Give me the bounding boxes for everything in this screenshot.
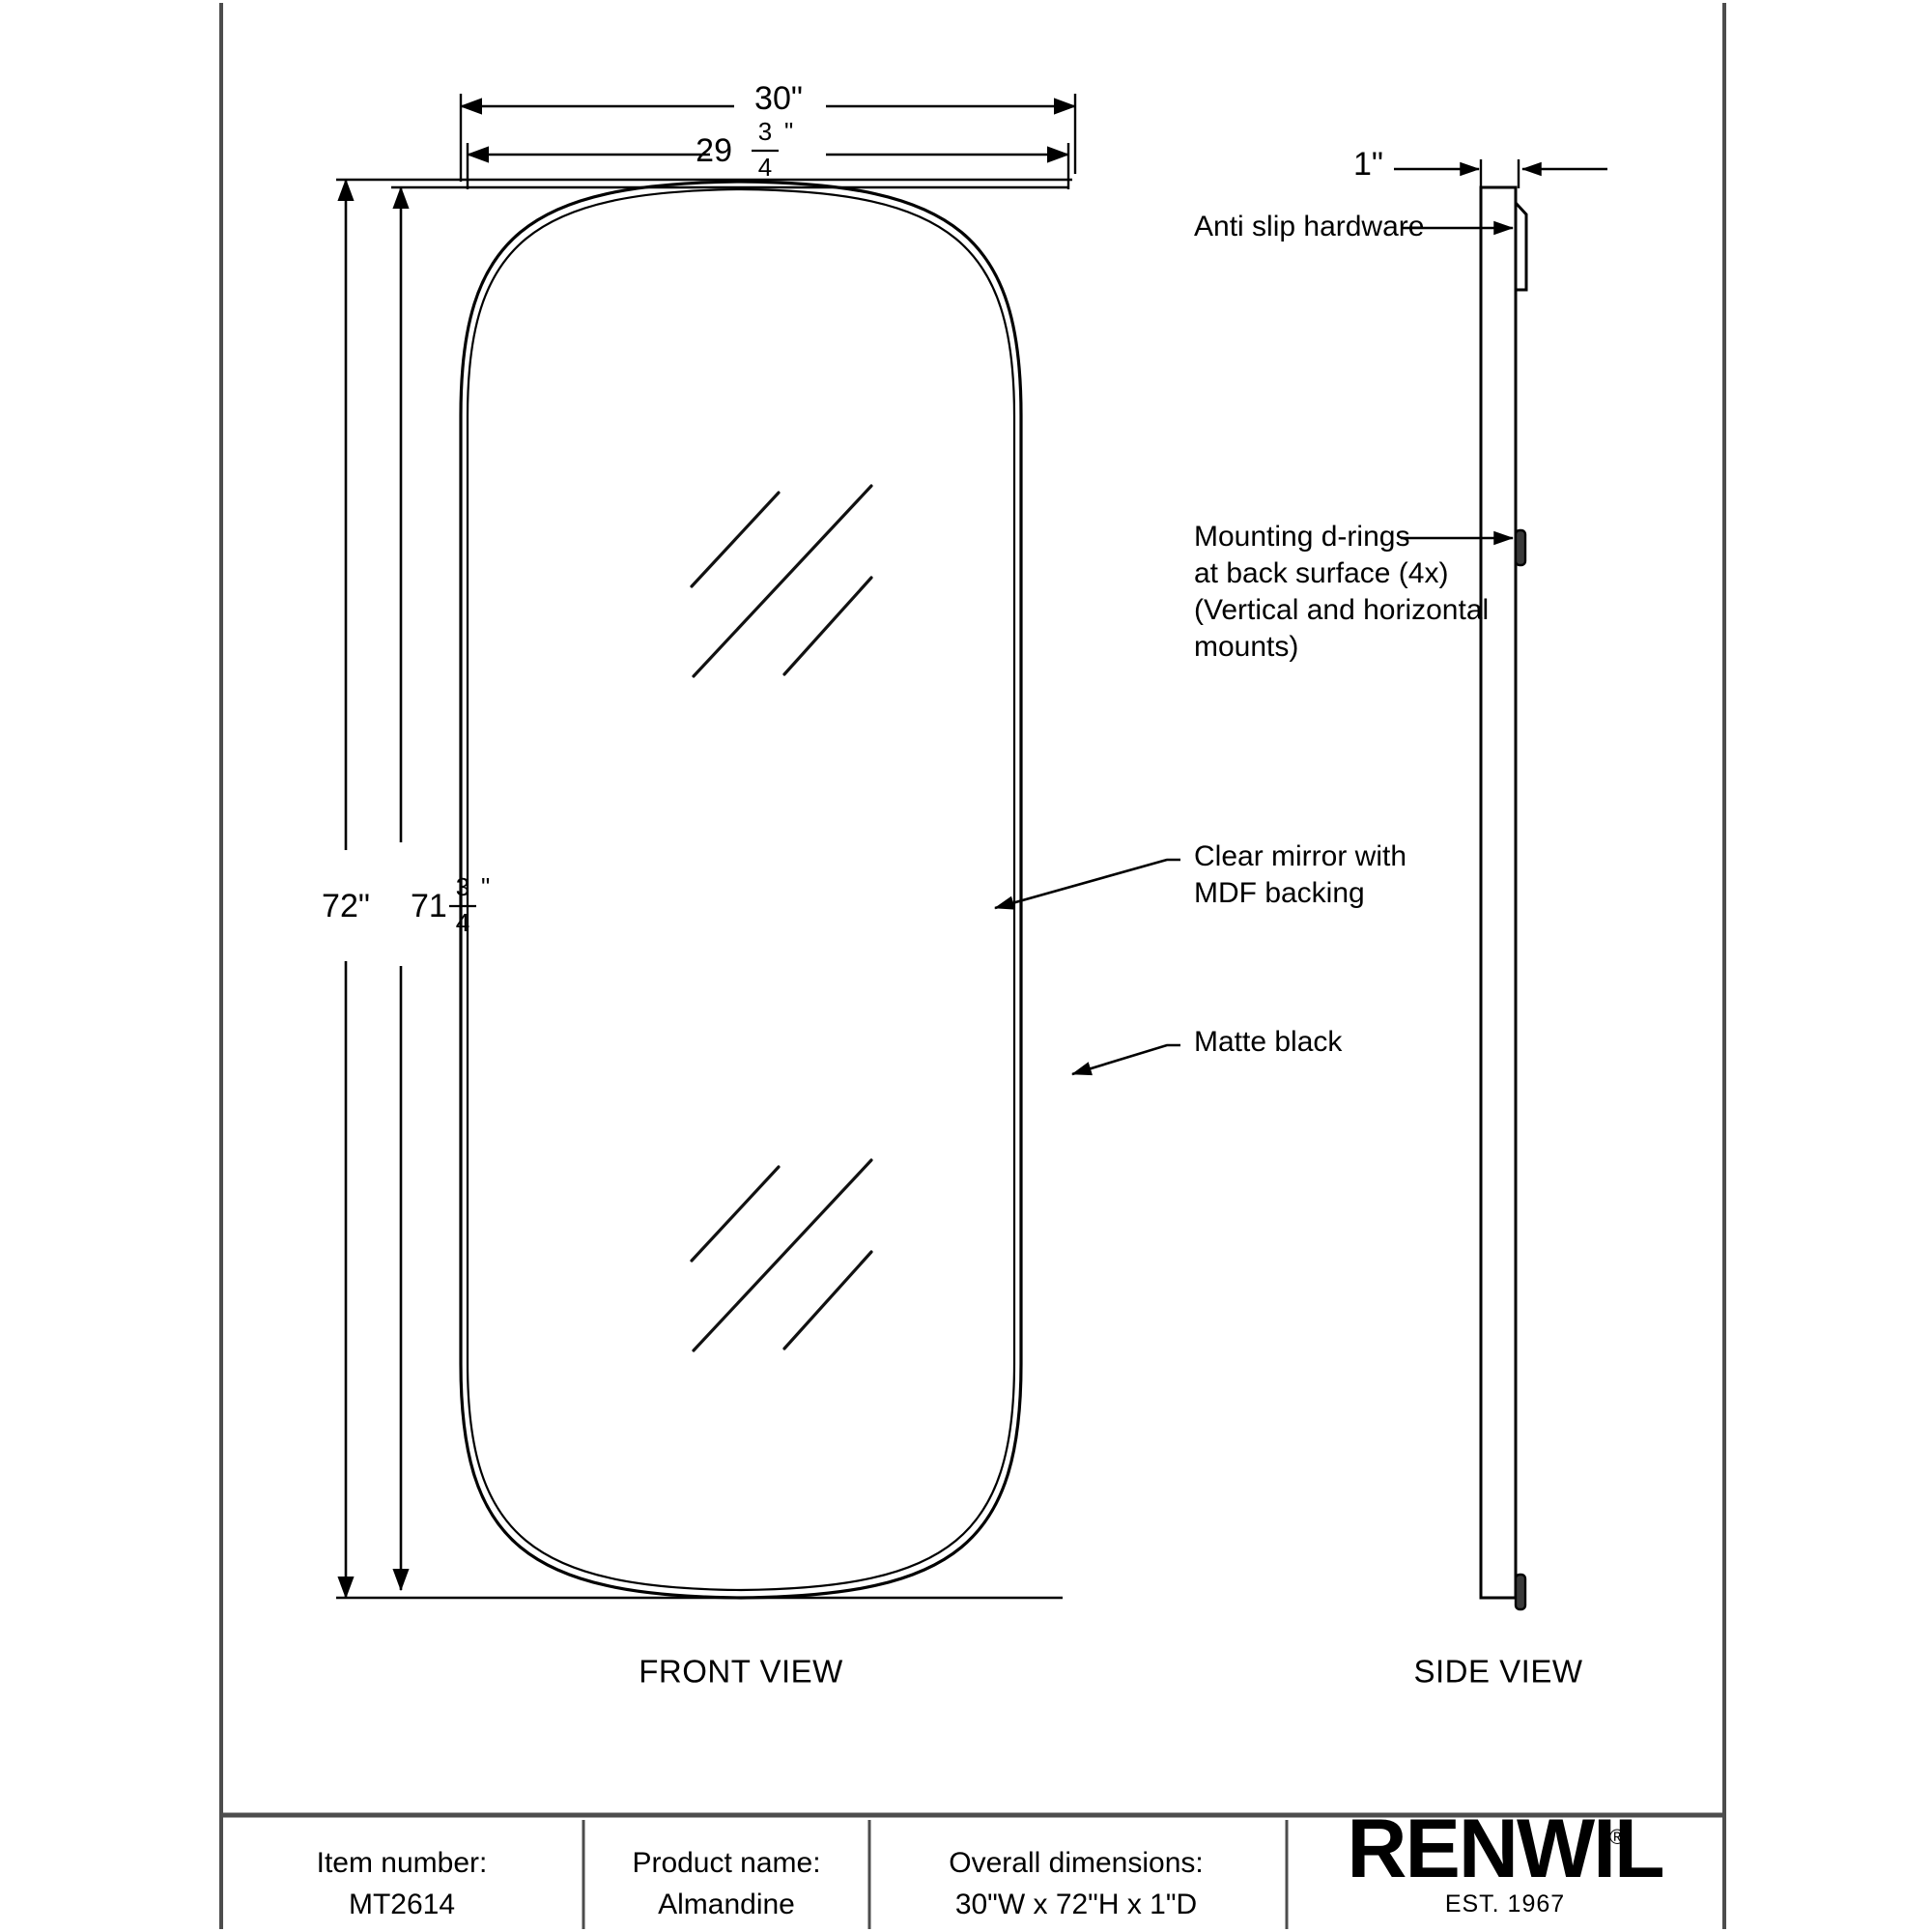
overall-dimensions-value: 30"W x 72"H x 1"D xyxy=(955,1889,1197,1920)
callout-leader-clear-mirror xyxy=(993,858,1180,910)
dim-label-height-inner: 71 3 4 " xyxy=(411,872,490,937)
title-block: Item number: MT2614 Product name: Almand… xyxy=(317,1803,1665,1929)
mirror-reflection-cluster-upper xyxy=(667,464,956,696)
dim-height-inner-denominator: 4 xyxy=(456,908,469,937)
mirror-frame-outline xyxy=(459,180,1023,1600)
side-view-label: SIDE VIEW xyxy=(1413,1654,1582,1690)
item-number-value: MT2614 xyxy=(349,1889,455,1920)
dim-height-inner-whole: 71 xyxy=(411,888,447,924)
mirror-glass-outline xyxy=(466,187,1016,1592)
overall-dimensions-label: Overall dimensions: xyxy=(949,1847,1203,1879)
callout-clear-mirror-line-1: MDF backing xyxy=(1194,877,1365,909)
product-name-value: Almandine xyxy=(658,1889,795,1920)
callout-anti-slip-line-0: Anti slip hardware xyxy=(1194,211,1424,242)
side-view-body xyxy=(1479,185,1518,1600)
dim-width-inner-whole: 29 xyxy=(696,132,732,169)
left-dimensions-group: 72" 71 3 4 " xyxy=(322,178,1072,1600)
brand-established: EST. 1967 xyxy=(1445,1890,1565,1918)
registered-trademark-icon: ® xyxy=(1609,1825,1625,1849)
callout-d-rings-line-0: Mounting d-rings xyxy=(1194,521,1409,553)
d-ring-upper xyxy=(1514,528,1527,567)
brand-name: RENWIL xyxy=(1347,1803,1662,1895)
sheet-border xyxy=(219,3,1726,1929)
side-view-group: 1" SIDE VIEW xyxy=(1353,146,1607,1690)
callout-mounting-d-rings: Mounting d-rings at back surface (4x) (V… xyxy=(1194,521,1515,663)
d-ring-lower xyxy=(1514,1573,1527,1611)
front-view-group: FRONT VIEW xyxy=(459,180,1023,1690)
anti-slip-hardware-shape xyxy=(1514,199,1528,292)
dim-width-inner-denominator: 4 xyxy=(758,153,772,182)
dim-label-depth: 1" xyxy=(1353,146,1383,183)
callout-matte-black-line-0: Matte black xyxy=(1194,1026,1343,1058)
callout-d-rings-line-2: (Vertical and horizontal xyxy=(1194,594,1489,626)
dim-label-height-outer: 72" xyxy=(322,888,370,924)
top-dimensions-group: 30" 29 3 4 " xyxy=(459,80,1077,189)
callout-clear-mirror-line-0: Clear mirror with xyxy=(1194,840,1406,872)
dim-label-width-outer: 30" xyxy=(754,80,803,117)
callout-leader-matte-black xyxy=(1071,1043,1180,1076)
callout-d-rings-line-3: mounts) xyxy=(1194,631,1298,663)
dim-height-inner-unit: " xyxy=(481,872,490,901)
dim-width-inner-numerator: 3 xyxy=(758,117,772,146)
renwil-logo: RENWIL ® EST. 1967 xyxy=(1347,1803,1664,1918)
product-name-label: Product name: xyxy=(632,1847,820,1879)
front-view-label: FRONT VIEW xyxy=(639,1654,843,1690)
callout-anti-slip-hardware: Anti slip hardware xyxy=(1194,211,1515,242)
callout-matte-black: Matte black xyxy=(1071,1026,1343,1076)
item-number-label: Item number: xyxy=(317,1847,488,1879)
callout-clear-mirror: Clear mirror with MDF backing xyxy=(993,840,1406,910)
dim-height-inner-numerator: 3 xyxy=(456,872,469,901)
callout-d-rings-line-1: at back surface (4x) xyxy=(1194,557,1448,589)
dim-label-width-inner: 29 3 4 " xyxy=(696,117,793,182)
depth-dimension-group: 1" xyxy=(1353,146,1607,188)
mirror-reflection-cluster-lower xyxy=(667,1145,966,1381)
dim-width-inner-unit: " xyxy=(784,117,793,146)
